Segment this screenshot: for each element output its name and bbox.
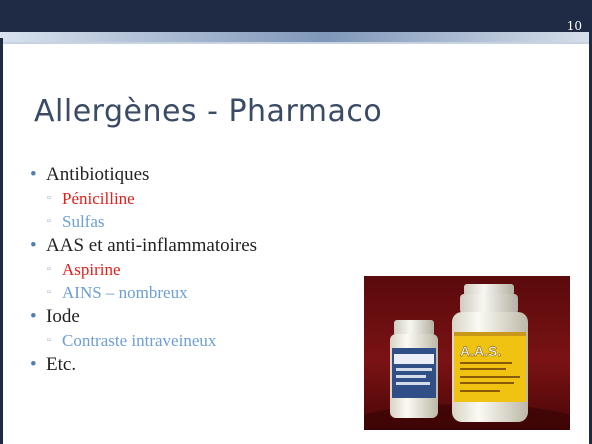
bullet-dot-icon: • [30,306,37,327]
bullet-text: Iode [46,306,80,327]
bullet-dot-icon: • [30,354,37,375]
sub-bullet-text: Sulfas [62,212,105,231]
sub-bullet-text: Aspirine [62,260,121,279]
bullet-text: Etc. [46,354,77,375]
sub-bullet-item: ▫ AINS – nombreux [30,281,257,304]
bullet-item: • Etc. [30,352,257,377]
sub-bullet-square-icon: ▫ [47,215,51,227]
header-band [0,0,592,38]
left-border [0,38,3,444]
bottle-label-text: A.A.S. [460,343,501,359]
sub-bullet-text: Pénicilline [62,189,135,208]
sub-bullet-item: ▫ Pénicilline [30,187,257,210]
slide-title: Allergènes - Pharmaco [34,94,383,129]
bullet-list: • Antibiotiques ▫ Pénicilline ▫ Sulfas • AAS… [30,162,257,377]
sub-bullet-item: ▫ Contraste intraveineux [30,329,257,352]
bullet-text: Antibiotiques [46,164,150,185]
sub-bullet-square-icon: ▫ [47,263,51,275]
medicine-bottles-photo: A.A.S. [364,276,570,430]
sub-bullet-item: ▫ Aspirine [30,258,257,281]
bullet-item: • AAS et anti-inflammatoires [30,233,257,258]
bullet-text: AAS et anti-inflammatoires [46,235,258,256]
slide-number: 10 [566,19,582,33]
sub-bullet-item: ▫ Sulfas [30,210,257,233]
right-border [589,0,592,444]
bullet-dot-icon: • [30,235,37,256]
header-stripe [0,32,592,42]
bullet-item: • Antibiotiques [30,162,257,187]
sub-bullet-text: Contraste intraveineux [62,331,217,350]
bullet-dot-icon: • [30,164,37,185]
bullet-item: • Iode [30,304,257,329]
sub-bullet-square-icon: ▫ [47,192,51,204]
sub-bullet-text: AINS – nombreux [62,283,188,302]
header-stripe-thin [0,42,592,44]
sub-bullet-square-icon: ▫ [47,286,51,298]
sub-bullet-square-icon: ▫ [47,334,51,346]
